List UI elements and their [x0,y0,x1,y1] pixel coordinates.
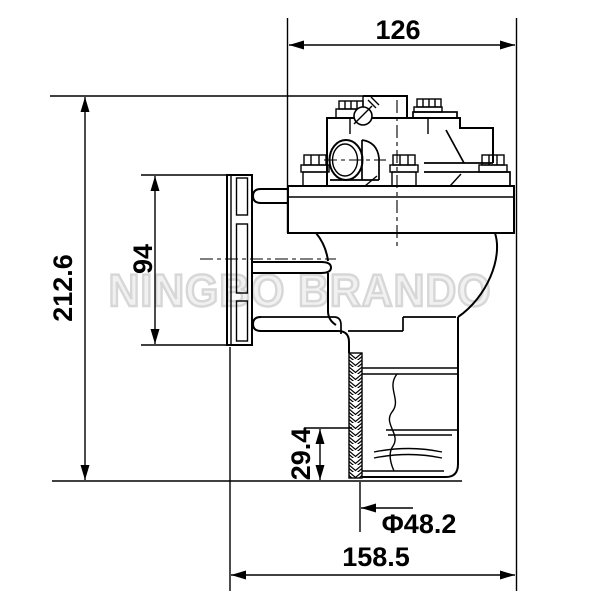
outlet-thread-hatch [348,352,363,479]
dimension-top-width-label: 126 [375,15,420,45]
outlet-ring [373,453,443,459]
dimension-outlet-diameter: Φ48.2 [359,482,457,539]
inlet-flange [226,174,253,346]
flange-pad [449,173,462,187]
dimension-top-width: 126 [286,15,518,591]
flange-bolt-glyph [389,154,419,187]
inlet-flange-slot [235,223,249,294]
dimension-bottom-width-label: 158.5 [342,542,410,572]
dimension-thread-length-label: 29.4 [286,428,316,481]
dimension-bottom-width: 158.5 [229,347,515,591]
cover-bolt-glyph [335,100,365,134]
outlet-cast-profile [388,373,398,472]
angled-screw-glyph [353,96,380,126]
valve-outline [200,95,515,479]
flange-bolt-glyph [478,154,508,173]
dimension-inlet-flange-height: 94 [128,174,227,346]
inlet-pipe [251,188,350,353]
inlet-flange-slot [235,300,249,342]
flange-bolt-glyph [300,154,330,187]
flange-pad [364,175,378,187]
cover-flange [287,185,515,234]
inlet-flange-slot [235,177,249,216]
outlet-body [348,316,459,479]
diaphragm-seat-lip [253,261,333,274]
dimension-inlet-flange-height-label: 94 [128,244,158,274]
valve-body [315,232,499,326]
cover-bolt-glyph [413,98,443,134]
dimension-outlet-diameter-label: Φ48.2 [382,509,457,539]
outlet-ring [373,447,443,453]
dimension-overall-height-label: 212.6 [48,254,78,322]
dimension-overall-height: 212.6 [48,95,462,482]
dimension-thread-length: 29.4 [286,427,352,481]
